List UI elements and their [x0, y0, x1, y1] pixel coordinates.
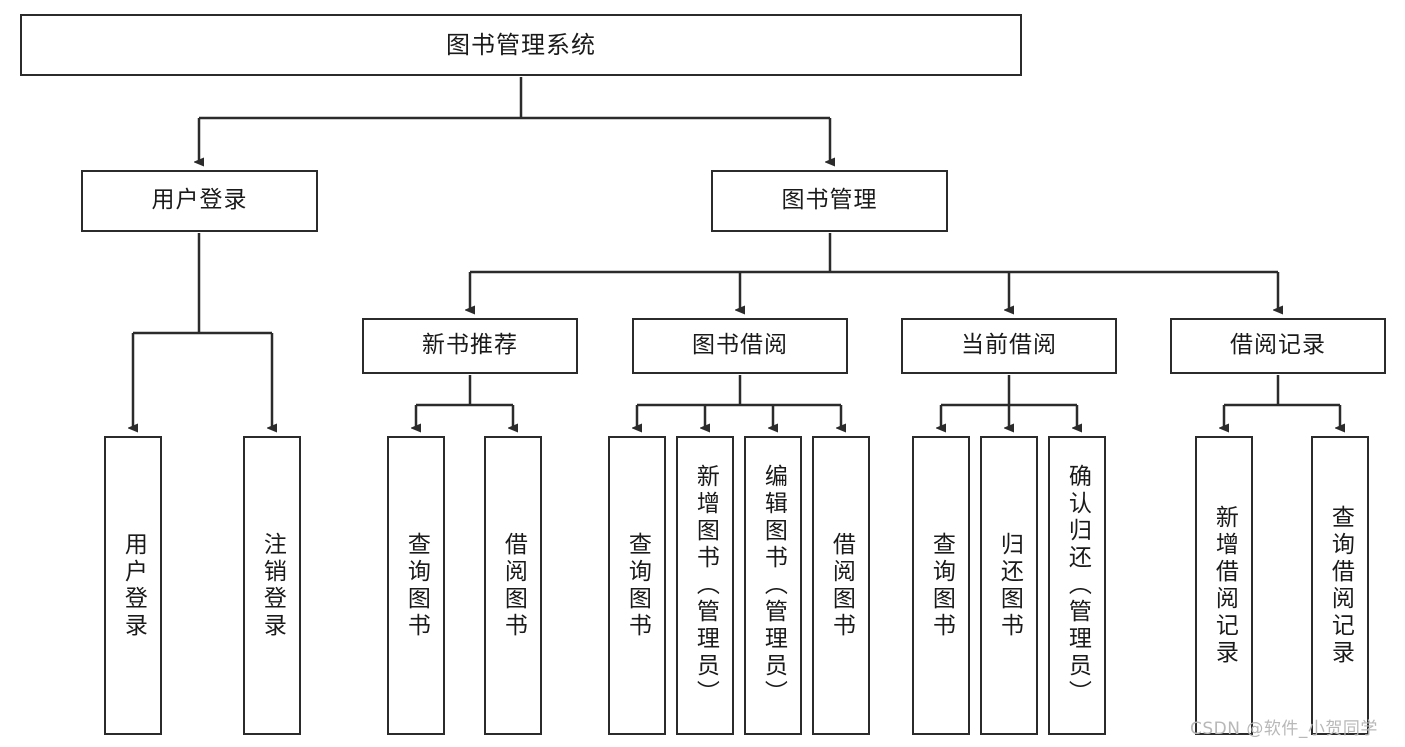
node-label: 归还图书	[996, 531, 1023, 640]
node-label: 新增借阅记录	[1211, 504, 1238, 667]
node-label: 图书管理系统	[446, 30, 596, 59]
node-label: 图书借阅	[692, 332, 788, 359]
node-new-book-recommendation[interactable]: 新书推荐	[362, 318, 578, 374]
leaf-query-book-borrowing[interactable]: 查询图书	[608, 436, 666, 735]
node-current-borrowing[interactable]: 当前借阅	[901, 318, 1117, 374]
node-label: 图书管理	[781, 187, 878, 214]
leaf-borrow-book-recommend[interactable]: 借阅图书	[484, 436, 542, 735]
node-user-login[interactable]: 用户登录	[81, 170, 318, 232]
node-label: 编辑图书（管理员）	[760, 464, 787, 707]
node-label: 借阅图书	[500, 531, 527, 640]
node-root-system[interactable]: 图书管理系统	[20, 14, 1022, 76]
watermark-text: CSDN @软件_小贺同学	[1190, 719, 1378, 739]
leaf-query-book-current[interactable]: 查询图书	[912, 436, 970, 735]
leaf-query-book-recommend[interactable]: 查询图书	[387, 436, 445, 735]
node-label: 查询图书	[624, 531, 651, 640]
leaf-user-login[interactable]: 用户登录	[104, 436, 162, 735]
leaf-confirm-return-admin[interactable]: 确认归还（管理员）	[1048, 436, 1106, 735]
node-label: 当前借阅	[961, 332, 1057, 359]
node-label: 确认归还（管理员）	[1064, 464, 1091, 707]
node-book-management[interactable]: 图书管理	[711, 170, 948, 232]
node-label: 新增图书（管理员）	[692, 464, 719, 707]
leaf-return-book[interactable]: 归还图书	[980, 436, 1038, 735]
leaf-query-borrow-record[interactable]: 查询借阅记录	[1311, 436, 1369, 735]
node-label: 查询借阅记录	[1327, 504, 1354, 667]
leaf-add-book-admin[interactable]: 新增图书（管理员）	[676, 436, 734, 735]
node-label: 用户登录	[120, 531, 147, 640]
node-label: 查询图书	[403, 531, 430, 640]
node-label: 注销登录	[259, 531, 286, 640]
node-book-borrowing[interactable]: 图书借阅	[632, 318, 848, 374]
leaf-borrow-book-borrowing[interactable]: 借阅图书	[812, 436, 870, 735]
node-label: 新书推荐	[422, 332, 518, 359]
node-borrowing-records[interactable]: 借阅记录	[1170, 318, 1386, 374]
node-label: 借阅记录	[1230, 332, 1326, 359]
leaf-add-borrow-record[interactable]: 新增借阅记录	[1195, 436, 1253, 735]
node-label: 查询图书	[928, 531, 955, 640]
node-label: 用户登录	[151, 187, 248, 214]
leaf-edit-book-admin[interactable]: 编辑图书（管理员）	[744, 436, 802, 735]
node-label: 借阅图书	[828, 531, 855, 640]
leaf-logout[interactable]: 注销登录	[243, 436, 301, 735]
